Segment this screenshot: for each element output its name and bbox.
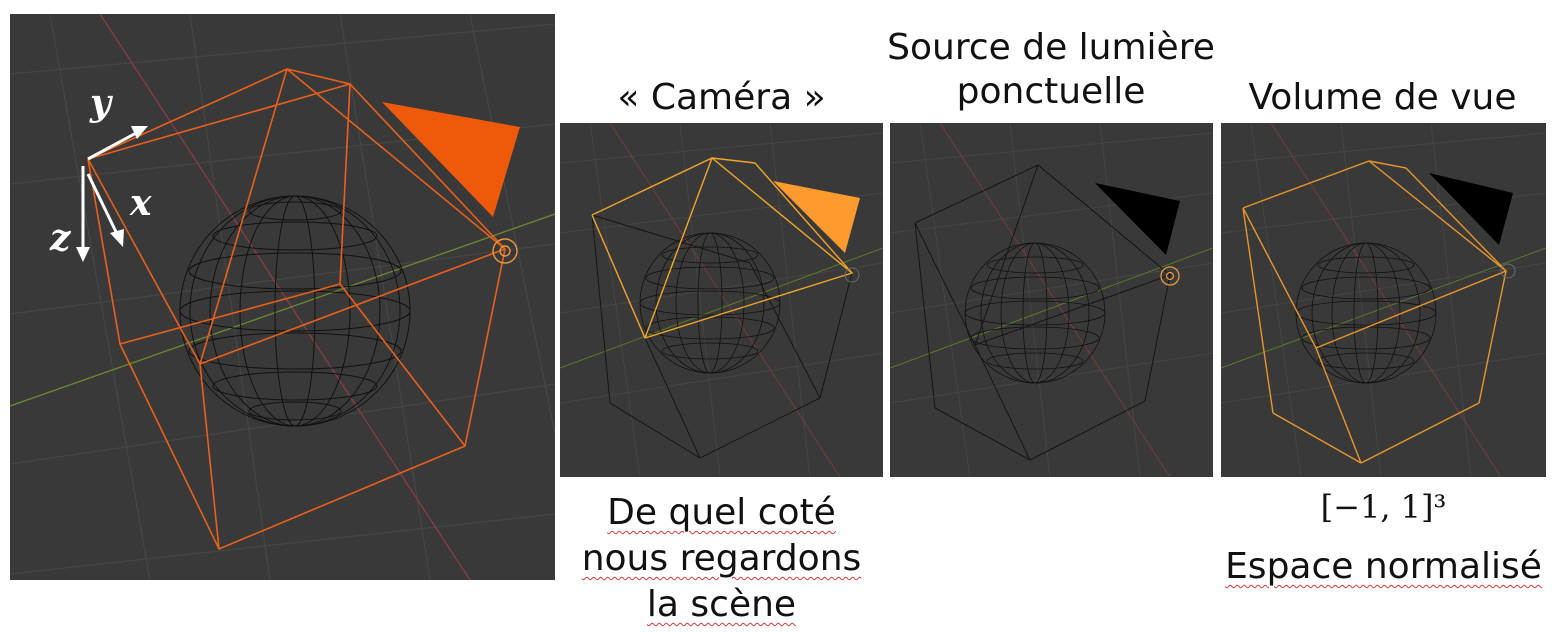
camera-caption: « Caméra » xyxy=(617,77,826,118)
camera-viewport-scene xyxy=(560,123,883,477)
x-axis-line xyxy=(939,123,1171,477)
volume-viewport xyxy=(1221,123,1546,477)
volume-note: Espace normalisé xyxy=(1221,545,1546,588)
camera-note-line2: nous regardons xyxy=(560,536,883,582)
sphere-wireframe xyxy=(964,242,1106,384)
light-caption-line2: ponctuelle xyxy=(956,71,1146,112)
x-axis-line xyxy=(99,14,471,580)
y-axis-line xyxy=(890,247,1213,369)
volume-frustum xyxy=(1242,160,1508,464)
camera-cone-icon xyxy=(773,181,860,253)
dark-frustum-edges xyxy=(914,164,1171,461)
light-viewport-scene xyxy=(890,123,1213,477)
grid xyxy=(1221,123,1546,477)
grid xyxy=(560,123,883,477)
camera-note-line3: la scène xyxy=(560,582,883,628)
light-caption-line1: Source de lumière xyxy=(887,27,1215,68)
light-point-icon xyxy=(1160,266,1180,286)
main-viewport: y x z xyxy=(10,14,555,580)
volume-note-text: Espace normalisé xyxy=(1225,546,1542,587)
grid xyxy=(10,14,555,580)
main-frustum xyxy=(87,68,506,551)
x-axis-line xyxy=(609,123,841,477)
sphere-wireframe xyxy=(179,195,411,427)
sphere-wireframe xyxy=(1295,242,1437,384)
dark-frustum-edges xyxy=(591,214,853,459)
camera-note-line2-text: nous regardons xyxy=(581,538,862,579)
volume-viewport-scene xyxy=(1221,123,1546,477)
light-cone-icon xyxy=(1095,183,1180,255)
y-axis-line xyxy=(10,213,555,407)
light-viewport xyxy=(890,123,1213,477)
cube-math: [−1, 1]³ xyxy=(1320,488,1447,526)
light-point-icon xyxy=(492,238,518,264)
camera-viewport xyxy=(560,123,883,477)
axis-x-label: x xyxy=(130,182,152,224)
light-point-icon xyxy=(844,267,860,283)
axis-y-label: y xyxy=(90,82,111,124)
axis-arrow-icon xyxy=(76,126,148,262)
light-point-icon xyxy=(1500,263,1516,279)
y-axis-line xyxy=(1221,247,1546,369)
volume-cone-icon xyxy=(1429,173,1513,245)
x-axis-line xyxy=(1270,123,1502,477)
camera-cone-icon xyxy=(382,102,520,217)
volume-caption: Volume de vue xyxy=(1248,77,1517,118)
y-axis-line xyxy=(560,247,883,369)
camera-frustum xyxy=(591,157,854,339)
camera-note-line3-text: la scène xyxy=(646,584,797,625)
camera-note-line1-text: De quel coté xyxy=(607,492,836,533)
camera-note: De quel coté nous regardons la scène xyxy=(560,490,883,628)
axis-z-label: z xyxy=(50,217,71,259)
camera-note-line1: De quel coté xyxy=(560,490,883,536)
main-viewport-scene xyxy=(10,14,555,580)
light-caption: Source de lumière ponctuelle xyxy=(886,26,1216,114)
